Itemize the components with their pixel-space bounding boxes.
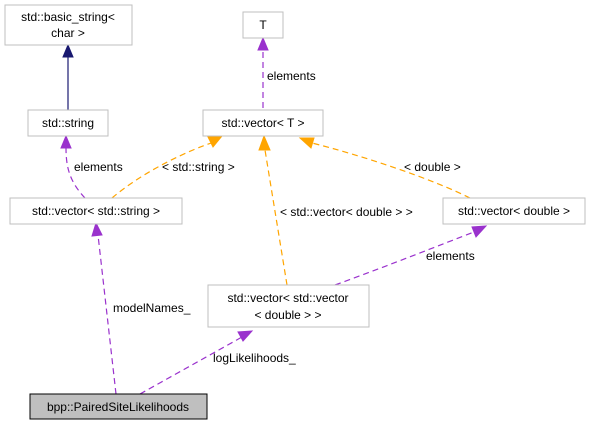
node-label-line2: char > — [51, 26, 85, 40]
edge-label-std-string-template: < std::string > — [162, 160, 235, 174]
edge-label-string-elements: elements — [74, 160, 123, 174]
edge-string-inherits-basic-string — [62, 43, 74, 110]
node-vector-vector-double[interactable]: std::vector< std::vector < double > > — [207, 284, 370, 328]
edge-vector-vector-double-to-paired — [139, 330, 254, 395]
node-vector-t[interactable]: std::vector< T > — [202, 109, 324, 137]
node-label: std::vector< std::string > — [32, 204, 160, 218]
edge-vector-t-to-vector-double — [298, 137, 471, 199]
edge-label-model-names: modelNames_ — [113, 301, 191, 315]
edge-label-log-likelihoods: logLikelihoods_ — [213, 351, 296, 365]
node-std-string[interactable]: std::string — [27, 109, 109, 137]
node-label: std::vector< double > — [458, 204, 570, 218]
edge-label-double-elements: elements — [426, 249, 475, 263]
edge-label-t-elements: elements — [267, 69, 316, 83]
edge-label-double-template: < double > — [404, 160, 461, 174]
edge-vector-t-to-vector-vector-double — [258, 134, 288, 286]
node-label: bpp::PairedSiteLikelihoods — [47, 400, 189, 414]
node-label-line1: std::basic_string< — [21, 10, 115, 24]
node-label: std::string — [42, 116, 94, 130]
node-paired-site-likelihoods[interactable]: bpp::PairedSiteLikelihoods — [29, 393, 208, 420]
edge-label-vector-double-template: < std::vector< double > > — [280, 205, 413, 219]
node-vector-string[interactable]: std::vector< std::string > — [9, 197, 183, 225]
edge-vector-double-to-vector-vector-double — [334, 225, 488, 286]
edge-string-to-vector-string — [60, 134, 86, 199]
node-label: std::vector< T > — [222, 116, 305, 130]
edge-t-to-vector-t — [257, 36, 269, 108]
node-basic-string-char[interactable]: std::basic_string< char > — [4, 4, 133, 46]
edge-vector-string-to-paired — [91, 221, 117, 395]
node-label-line1: std::vector< std::vector — [227, 291, 348, 305]
node-label: T — [259, 18, 267, 32]
node-label-line2: < double > > — [254, 308, 321, 322]
node-vector-double[interactable]: std::vector< double > — [442, 197, 586, 225]
node-t[interactable]: T — [242, 11, 284, 39]
